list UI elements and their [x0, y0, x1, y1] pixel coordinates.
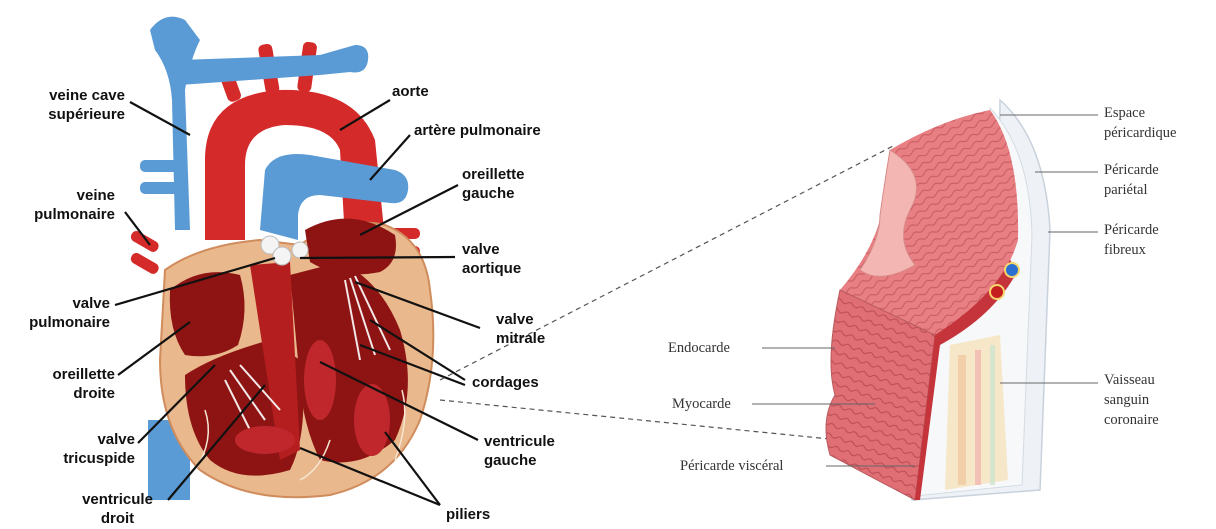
- label-line: Vaisseau: [1104, 370, 1159, 390]
- label-pericarde-parietal: Péricarde pariétal: [1104, 160, 1159, 200]
- label-cordages: cordages: [472, 373, 539, 392]
- label-line: pariétal: [1104, 180, 1159, 200]
- label-ventricule-gauche: ventricule gauche: [484, 432, 555, 470]
- label-veine-pulmonaire: veine pulmonaire: [10, 186, 115, 224]
- label-line: valve: [5, 294, 110, 313]
- label-line: valve: [496, 310, 545, 329]
- label-line: Péricarde: [1104, 220, 1159, 240]
- label-line: fibreux: [1104, 240, 1159, 260]
- label-oreillette-droite: oreillette droite: [10, 365, 115, 403]
- label-veine-cave-superieure: veine cave supérieure: [20, 86, 125, 124]
- label-line: péricardique: [1104, 123, 1176, 143]
- label-line: oreillette: [10, 365, 115, 384]
- label-line: veine cave: [20, 86, 125, 105]
- coronary-vein-dot: [1005, 263, 1019, 277]
- label-valve-mitrale: valve mitrale: [496, 310, 545, 348]
- heart-wall-section-illustration: [826, 100, 1050, 500]
- label-line: oreillette: [462, 165, 525, 184]
- label-line: valve: [462, 240, 521, 259]
- label-pericarde-visceral: Péricarde viscéral: [680, 456, 783, 476]
- label-myocarde: Myocarde: [672, 394, 731, 414]
- label-line: piliers: [446, 505, 490, 524]
- label-line: tricuspide: [30, 449, 135, 468]
- label-pericarde-fibreux: Péricarde fibreux: [1104, 220, 1159, 260]
- label-valve-aortique: valve aortique: [462, 240, 521, 278]
- label-line: Péricarde viscéral: [680, 456, 783, 476]
- label-line: cordages: [472, 373, 539, 392]
- label-line: droit: [65, 509, 170, 528]
- label-line: ventricule: [65, 490, 170, 509]
- label-vaisseau-sanguin-coronaire: Vaisseau sanguin coronaire: [1104, 370, 1159, 430]
- label-line: Endocarde: [668, 338, 730, 358]
- label-line: droite: [10, 384, 115, 403]
- label-line: mitrale: [496, 329, 545, 348]
- label-line: coronaire: [1104, 410, 1159, 430]
- label-line: valve: [30, 430, 135, 449]
- label-line: aorte: [392, 82, 429, 101]
- label-line: Péricarde: [1104, 160, 1159, 180]
- label-line: pulmonaire: [10, 205, 115, 224]
- coronary-artery-dot: [990, 285, 1004, 299]
- label-line: gauche: [484, 451, 555, 470]
- label-line: veine: [10, 186, 115, 205]
- label-line: gauche: [462, 184, 525, 203]
- label-line: Espace: [1104, 103, 1176, 123]
- label-line: sanguin: [1104, 390, 1159, 410]
- label-line: aortique: [462, 259, 521, 278]
- label-oreillette-gauche: oreillette gauche: [462, 165, 525, 203]
- label-valve-tricuspide: valve tricuspide: [30, 430, 135, 468]
- vena-cava-shape: [150, 17, 200, 230]
- label-line: artère pulmonaire: [414, 121, 541, 140]
- label-line: ventricule: [484, 432, 555, 451]
- label-ventricule-droit: ventricule droit: [65, 490, 170, 528]
- label-line: Myocarde: [672, 394, 731, 414]
- label-endocarde: Endocarde: [668, 338, 730, 358]
- label-artere-pulmonaire: artère pulmonaire: [414, 121, 541, 140]
- label-valve-pulmonaire: valve pulmonaire: [5, 294, 110, 332]
- label-espace-pericardique: Espace péricardique: [1104, 103, 1176, 143]
- label-line: pulmonaire: [5, 313, 110, 332]
- label-line: supérieure: [20, 105, 125, 124]
- label-aorte: aorte: [392, 82, 429, 101]
- label-piliers: piliers: [446, 505, 490, 524]
